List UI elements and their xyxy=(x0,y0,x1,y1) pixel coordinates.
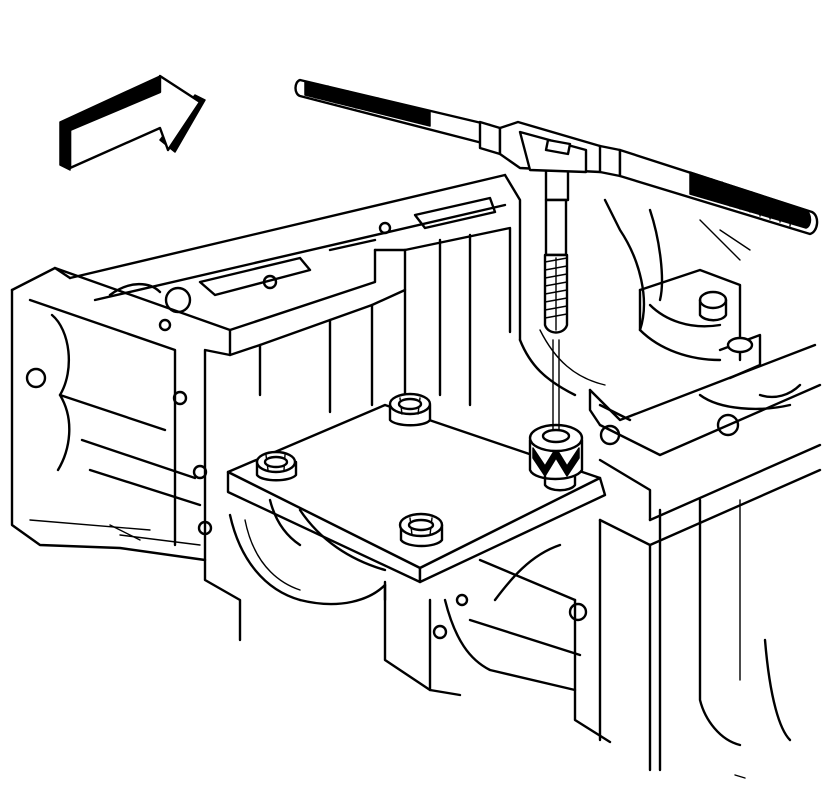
bolt-rear-left-icon xyxy=(388,392,432,427)
thread-tap-icon xyxy=(543,166,570,431)
fixture-plate-icon xyxy=(226,403,607,602)
bolt-front-right-icon xyxy=(398,512,444,548)
bolt-front-left-icon xyxy=(255,450,298,482)
engine-block-icon xyxy=(10,173,822,779)
guide-bushing-icon xyxy=(528,423,584,492)
tap-wrench-icon xyxy=(294,78,819,236)
direction-arrow-icon xyxy=(59,74,206,171)
